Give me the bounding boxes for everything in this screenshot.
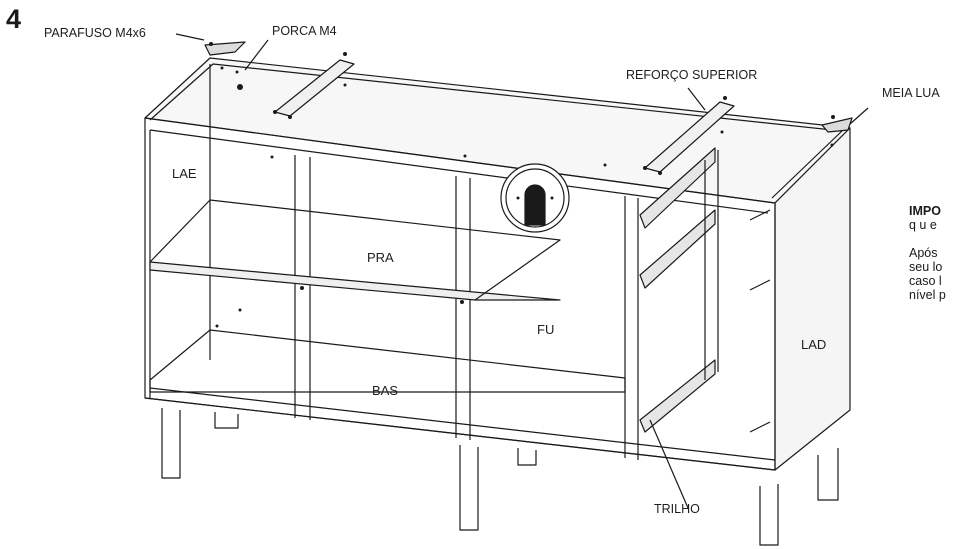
leader-half-moon — [849, 107, 869, 125]
leg-back-left — [214, 412, 239, 429]
brace-left — [274, 59, 355, 117]
callout-brace: REFORÇO SUPERIOR — [626, 68, 758, 82]
part-right-side: LAD — [801, 337, 827, 352]
bottom-panel — [149, 329, 626, 393]
note-line-2: Após — [909, 246, 938, 260]
leg-front-right — [759, 484, 779, 546]
cable-slot — [524, 184, 546, 226]
leader-screw — [175, 33, 205, 41]
divider-left — [294, 155, 311, 420]
leg-front-left — [161, 408, 181, 479]
half-moon-left — [204, 41, 246, 56]
important-note: IMPO q u e Após seu lo caso l nível p — [909, 204, 946, 302]
part-shelf: PRA — [367, 250, 394, 265]
callout-screw: PARAFUSO M4x6 — [44, 26, 146, 40]
leg-back-mid — [517, 448, 537, 466]
rail-upper — [639, 147, 716, 229]
note-line-5: nível p — [909, 288, 946, 302]
shelf-panel — [149, 261, 561, 301]
leader-nut — [244, 39, 269, 71]
callout-half-moon: MEIA LUA — [882, 86, 940, 100]
rail-lower — [639, 359, 716, 433]
note-line-4: caso l — [909, 274, 942, 288]
divider-mid — [455, 176, 471, 440]
brace-right — [644, 101, 735, 173]
note-line-1: q u e — [909, 218, 937, 232]
note-line-3: seu lo — [909, 260, 943, 274]
leader-brace — [687, 87, 706, 111]
callout-rail: TRILHO — [654, 502, 700, 516]
rail-middle — [639, 209, 716, 289]
part-base: BAS — [372, 383, 399, 398]
half-moon-right — [821, 117, 853, 133]
part-left-side: LAE — [172, 166, 197, 181]
callout-nut: PORCA M4 — [272, 24, 337, 38]
note-title: IMPO — [909, 204, 941, 218]
leg-back-right — [817, 448, 839, 501]
divider-right — [624, 196, 639, 460]
part-back: FU — [537, 322, 555, 337]
step-number: 4 — [6, 4, 22, 34]
leg-front-mid — [459, 445, 479, 531]
leader-rail — [649, 419, 689, 509]
